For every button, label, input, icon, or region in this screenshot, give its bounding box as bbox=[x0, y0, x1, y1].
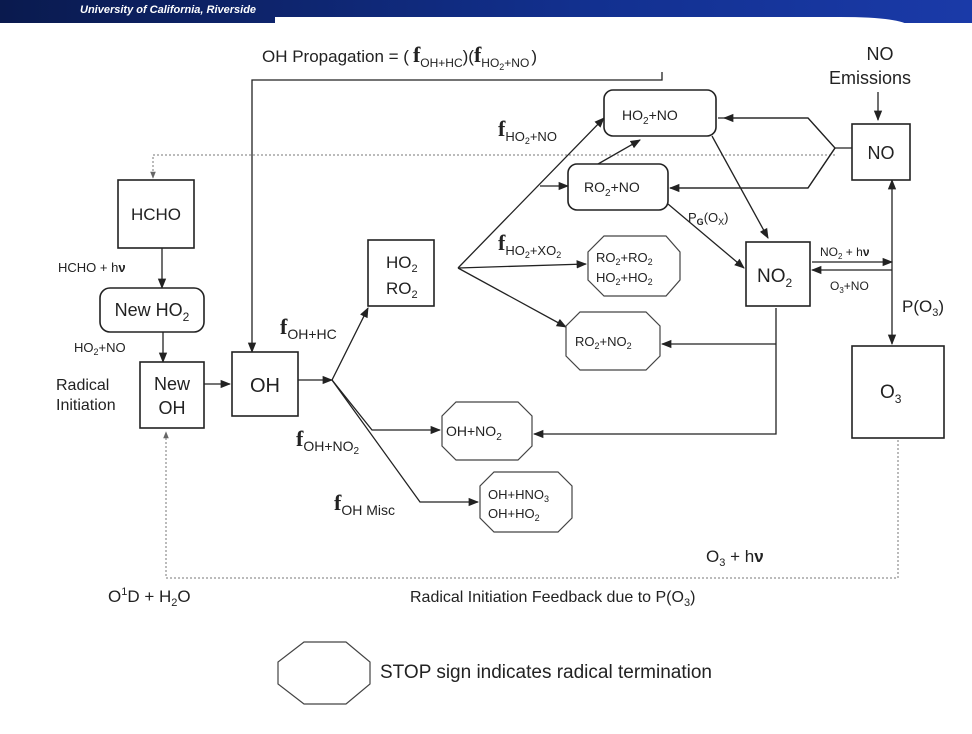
stop-oh-no2: OH+NO2 bbox=[441, 401, 533, 461]
ro2no-to-ho2no bbox=[597, 139, 641, 165]
no2-to-ohno2 bbox=[532, 308, 777, 439]
f-ho2-no-label: fHO2+NO bbox=[498, 116, 557, 146]
branch-to-ho2ro2 bbox=[331, 307, 369, 381]
o1d-h2o-label: O1D + H2O bbox=[108, 586, 191, 609]
institution-name: University of California, Riverside bbox=[80, 4, 257, 16]
branch-to-ohhno3 bbox=[331, 379, 480, 507]
f-oh-misc-label: fOH Misc bbox=[334, 490, 395, 518]
svg-text:OH+HNO3: OH+HNO3 bbox=[488, 487, 549, 504]
svg-text:O3: O3 bbox=[880, 382, 902, 406]
o3-box: O3 bbox=[851, 345, 945, 439]
svg-text:HO2+NO: HO2+NO bbox=[622, 107, 678, 127]
svg-text:OH: OH bbox=[159, 398, 186, 418]
svg-text:NO: NO bbox=[868, 143, 895, 163]
header-banner bbox=[0, 0, 972, 26]
p-o3-label: P(O3) bbox=[902, 297, 944, 319]
o3-no-label: O3+NO bbox=[830, 279, 869, 295]
svg-text:OH: OH bbox=[250, 375, 280, 397]
feedback-loop bbox=[163, 431, 899, 579]
svg-text:RO2+NO2: RO2+NO2 bbox=[575, 334, 632, 351]
stop-ro2-ro2-ho2-ho2: RO2+RO2 HO2+HO2 bbox=[587, 235, 681, 297]
radical-initiation-label-1: Radical bbox=[56, 377, 109, 394]
svg-text:OH+HO2: OH+HO2 bbox=[488, 506, 540, 523]
ho2-no-box: HO2+NO bbox=[603, 89, 717, 137]
no-to-ro2no bbox=[668, 147, 836, 193]
no-emissions-label-2: Emissions bbox=[829, 68, 911, 88]
hcho-box: HCHO bbox=[117, 179, 195, 249]
svg-text:RO2+NO: RO2+NO bbox=[584, 179, 640, 199]
new-oh-box: New OH bbox=[139, 361, 205, 429]
ro2-no-box: RO2+NO bbox=[567, 163, 669, 211]
legend-stop-sign bbox=[277, 641, 371, 705]
svg-text:New HO2: New HO2 bbox=[115, 300, 190, 324]
svg-text:NO2: NO2 bbox=[757, 266, 793, 290]
svg-text:RO2+RO2: RO2+RO2 bbox=[596, 250, 653, 267]
ho2-no-side-label: HO2+NO bbox=[74, 340, 126, 357]
svg-text:OH+NO2: OH+NO2 bbox=[446, 423, 502, 443]
svg-text:HO2: HO2 bbox=[386, 253, 418, 275]
stop-oh-hno3-oh-ho2: OH+HNO3 OH+HO2 bbox=[479, 471, 573, 533]
no-to-ho2no bbox=[722, 113, 852, 149]
no-emissions-label-1: NO bbox=[867, 44, 894, 64]
no2-box: NO2 bbox=[745, 241, 811, 307]
feedback-label: Radical Initiation Feedback due to P(O3) bbox=[410, 589, 695, 609]
new-ho2-box: New HO2 bbox=[99, 287, 205, 333]
legend-text: STOP sign indicates radical termination bbox=[380, 662, 712, 683]
to-ho2no bbox=[457, 117, 605, 269]
oh-box: OH bbox=[231, 351, 299, 417]
svg-text:HO2+HO2: HO2+HO2 bbox=[596, 270, 653, 287]
no-hexagon-outline bbox=[670, 117, 836, 189]
to-ro2no2 bbox=[457, 267, 567, 328]
oh-propagation-arrow bbox=[247, 72, 663, 354]
radical-initiation-label-2: Initiation bbox=[56, 397, 116, 414]
legend: STOP sign indicates radical termination bbox=[277, 641, 712, 705]
o3-photolysis-label: O3 + hν bbox=[706, 547, 764, 569]
f-ho2-xo2-label: fHO2+XO2 bbox=[498, 230, 561, 260]
ro2no-to-no2 bbox=[667, 203, 745, 269]
svg-text:RO2: RO2 bbox=[386, 279, 418, 301]
to-ro2ro2 bbox=[457, 260, 588, 269]
svg-text:New: New bbox=[154, 374, 191, 394]
ho2no-to-no2 bbox=[711, 135, 769, 239]
pg-ox-label: PG(OX) bbox=[688, 210, 729, 227]
svg-text:HCHO: HCHO bbox=[131, 205, 181, 224]
stop-ro2-no2: RO2+NO2 bbox=[565, 311, 661, 371]
branch-to-ohno2 bbox=[331, 379, 442, 435]
f-oh-hc-label: fOH+HC bbox=[280, 314, 337, 342]
hcho-photolysis-label: HCHO + hν bbox=[58, 260, 126, 275]
oh-propagation-label: OH Propagation = (fOH+HC)(fHO2+NO) bbox=[262, 42, 537, 72]
no2-photolysis-label: NO2 + hν bbox=[820, 245, 870, 261]
dotted-to-hcho bbox=[150, 154, 835, 179]
f-oh-no2-label: fOH+NO2 bbox=[296, 426, 360, 457]
no-box: NO bbox=[851, 123, 911, 181]
ho2-ro2-box: HO2 RO2 bbox=[367, 239, 435, 307]
